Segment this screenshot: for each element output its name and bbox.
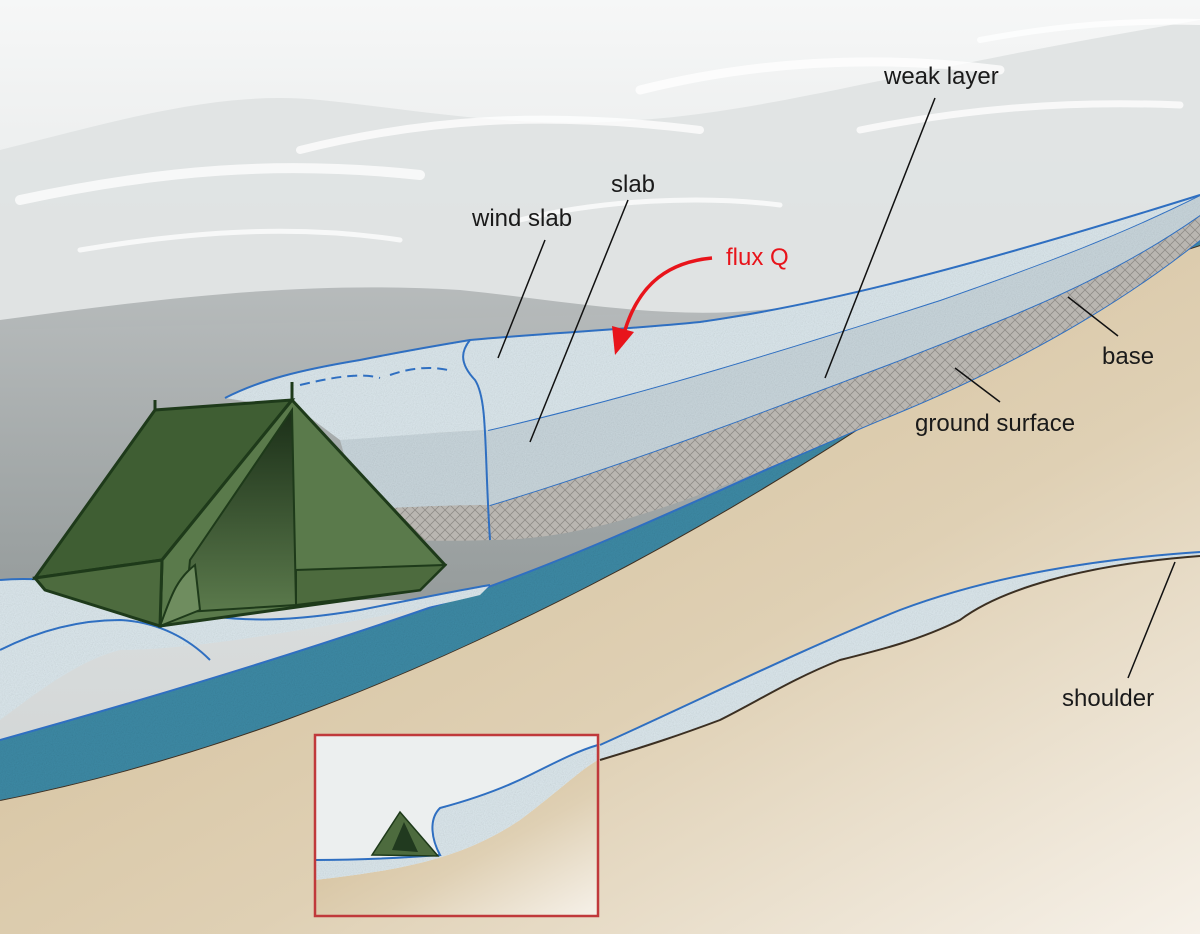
label-wind-slab: wind slab (471, 205, 572, 232)
curved-arrow-icon (612, 256, 713, 355)
tent-icon (31, 382, 448, 629)
weak-layer (490, 215, 1200, 540)
label-shoulder: shoulder (1062, 685, 1154, 712)
slab-layer (488, 195, 1200, 505)
distant-ridge (0, 20, 1200, 330)
shoulder-line (599, 555, 1200, 761)
label-weak-layer: weak layer (883, 63, 999, 90)
inset-frame (313, 733, 600, 918)
shoulder-snow (600, 552, 1200, 760)
label-ground-surface: ground surface (915, 410, 1075, 437)
label-slab: slab (611, 171, 655, 198)
ground (0, 245, 1200, 934)
base-layer (0, 240, 1200, 800)
wind-slab-layer (225, 195, 1200, 440)
inset-tent-icon (370, 810, 440, 857)
label-base: base (1102, 343, 1154, 370)
inset-panel (313, 733, 600, 918)
leader-lines (497, 97, 1176, 679)
label-flux: flux Q (726, 244, 789, 271)
